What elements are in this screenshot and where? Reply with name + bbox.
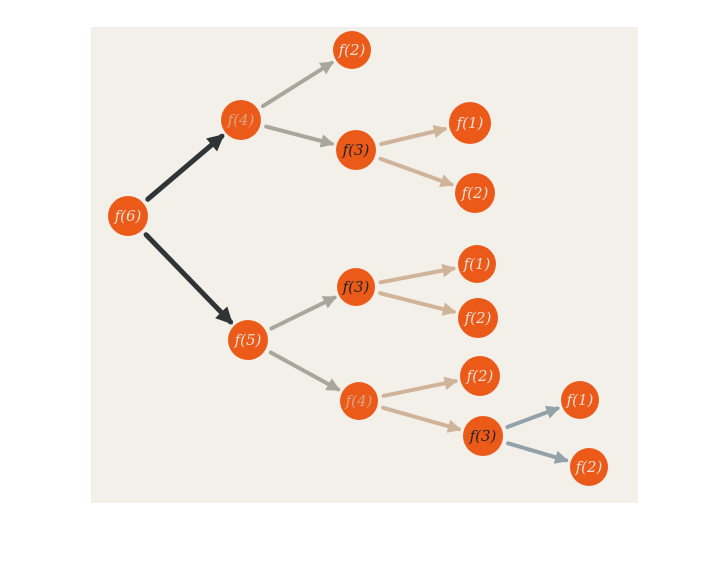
node-label: f(1) [566, 391, 594, 409]
tree-node-n2e: f(2) [570, 448, 608, 486]
edge-n3a-to-n2b [378, 156, 455, 188]
node-label: f(6) [114, 207, 142, 225]
node-label: f(4) [227, 111, 255, 129]
node-circle [108, 196, 148, 236]
edge-n4b-to-n3c [381, 405, 462, 433]
node-circle [449, 102, 491, 144]
node-label: f(2) [466, 367, 494, 385]
node-circle [561, 381, 599, 419]
node-circle [463, 416, 503, 456]
tree-node-n3b: f(3) [337, 268, 375, 306]
node-label: f(2) [464, 309, 492, 327]
node-circle [336, 130, 376, 170]
tree-node-n1c: f(1) [561, 381, 599, 419]
tree-node-n4b: f(4) [340, 382, 378, 420]
edges-layer [143, 60, 569, 464]
nodes-layer: f(6) f(4) f(2) f(3) f(1) f(2) f(5) f(3) f(1) f(2)… [108, 31, 608, 486]
tree-node-n1b: f(1) [458, 245, 496, 283]
edge-n3b-to-n1b [378, 263, 457, 285]
node-label: f(2) [338, 41, 366, 59]
node-circle [455, 173, 495, 213]
edge-n6-to-n4a [145, 133, 225, 202]
tree-node-n2b: f(2) [455, 173, 495, 213]
edge-n4a-to-n2a [261, 60, 335, 109]
edge-n3a-to-n1a [379, 124, 448, 146]
node-label: f(5) [234, 331, 262, 349]
canvas-background [91, 27, 638, 503]
tree-node-n4a: f(4) [221, 100, 261, 140]
node-circle [333, 31, 371, 69]
node-circle [570, 448, 608, 486]
edge-n4a-to-n3a [264, 124, 335, 148]
node-circle [458, 245, 496, 283]
node-label: f(2) [575, 458, 603, 476]
node-circle [228, 320, 268, 360]
node-circle [460, 356, 500, 396]
tree-node-n3a: f(3) [336, 130, 376, 170]
tree-node-n2d: f(2) [460, 356, 500, 396]
node-circle [340, 382, 378, 420]
tree-node-n2c: f(2) [458, 298, 498, 338]
tree-node-n6: f(6) [108, 196, 148, 236]
node-label: f(3) [342, 141, 370, 159]
tree-node-n5: f(5) [228, 320, 268, 360]
edge-n3b-to-n2c [378, 291, 457, 316]
node-label: f(3) [342, 278, 370, 296]
node-circle [337, 268, 375, 306]
edge-n5-to-n3b [269, 295, 337, 331]
edge-n4b-to-n2d [381, 376, 459, 398]
node-label: f(3) [469, 427, 497, 445]
node-label: f(1) [463, 255, 491, 273]
edge-n6-to-n5 [143, 232, 234, 325]
node-circle [221, 100, 261, 140]
edge-n5-to-n4b [268, 350, 341, 392]
node-label: f(4) [345, 392, 373, 410]
tree-node-n1a: f(1) [449, 102, 491, 144]
node-label: f(2) [461, 184, 489, 202]
tree-node-n2a: f(2) [333, 31, 371, 69]
tree-node-n3c: f(3) [463, 416, 503, 456]
edge-n3c-to-n1c [505, 405, 561, 429]
edge-n3c-to-n2e [506, 441, 569, 464]
node-circle [458, 298, 498, 338]
node-label: f(1) [456, 114, 484, 132]
